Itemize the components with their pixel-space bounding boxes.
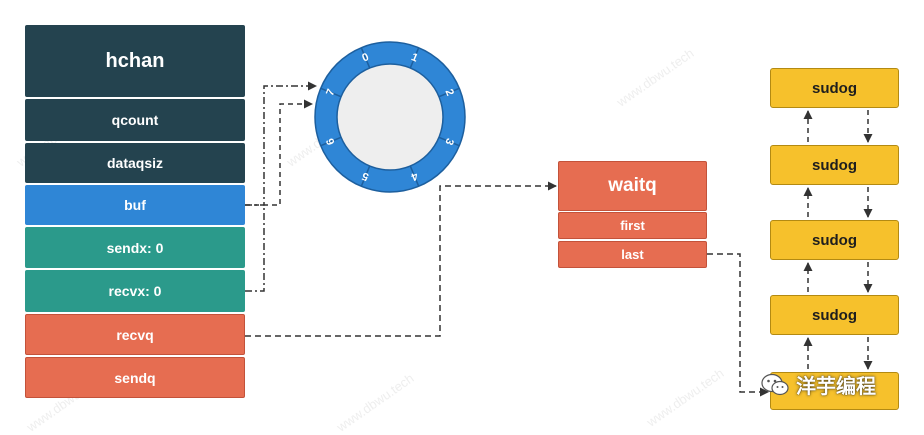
ring-slot-divider [409,165,420,187]
last-to-sudog-arrow [707,253,769,397]
ring-slot-label: 0 [360,51,370,64]
ring-slot-label: 7 [324,87,337,97]
ring-slot-label: 3 [442,136,455,146]
ring-slot-divider [438,136,460,147]
recvx-to-ring-arrow [245,205,265,292]
ring-inner [336,63,444,171]
hchan-field-sendx: sendx: 0 [25,227,245,268]
ring-slot-divider [438,87,460,98]
hchan-field-dataqsiz: dataqsiz [25,143,245,183]
waitq-field-last: last [558,241,707,268]
waitq-field-first: first [558,212,707,239]
sudog-node-bottom [770,372,899,410]
hchan-field-recvx: recvx: 0 [25,270,245,312]
ring-slot-divider [320,87,342,98]
sendx-to-ring-arrow [245,99,313,206]
ring-slot-label: 6 [324,136,337,146]
ring-slot-label: 5 [360,169,370,182]
ring-slot-divider [320,136,342,147]
sudog-links [803,110,873,370]
buf-to-ring-arrow [245,81,317,206]
ring-slot-label: 2 [442,87,455,97]
hchan-field-qcount: qcount [25,99,245,141]
sudog-node: sudog [770,68,899,108]
waitq-title: waitq [558,161,707,211]
recvq-to-waitq-arrow [245,181,557,337]
ring-buffer: 0 1 2 3 4 5 6 7 [314,41,466,193]
sudog-node: sudog [770,295,899,335]
sudog-node: sudog [770,145,899,185]
ring-slot-divider [409,47,420,69]
ring-slot-divider [360,47,371,69]
hchan-title: hchan [25,25,245,97]
sudog-node: sudog [770,220,899,260]
ring-slot-label: 1 [409,51,419,64]
brand-badge: 洋芋编程 [760,370,876,399]
brand-badge-label: 洋芋编程 [796,376,876,398]
ring-slot-label: 4 [409,169,420,183]
hchan-field-sendq: sendq [25,357,245,398]
wechat-icon [761,373,789,395]
hchan-field-buf: buf [25,185,245,225]
hchan-field-recvq: recvq [25,314,245,355]
ring-slot-divider [360,165,371,187]
